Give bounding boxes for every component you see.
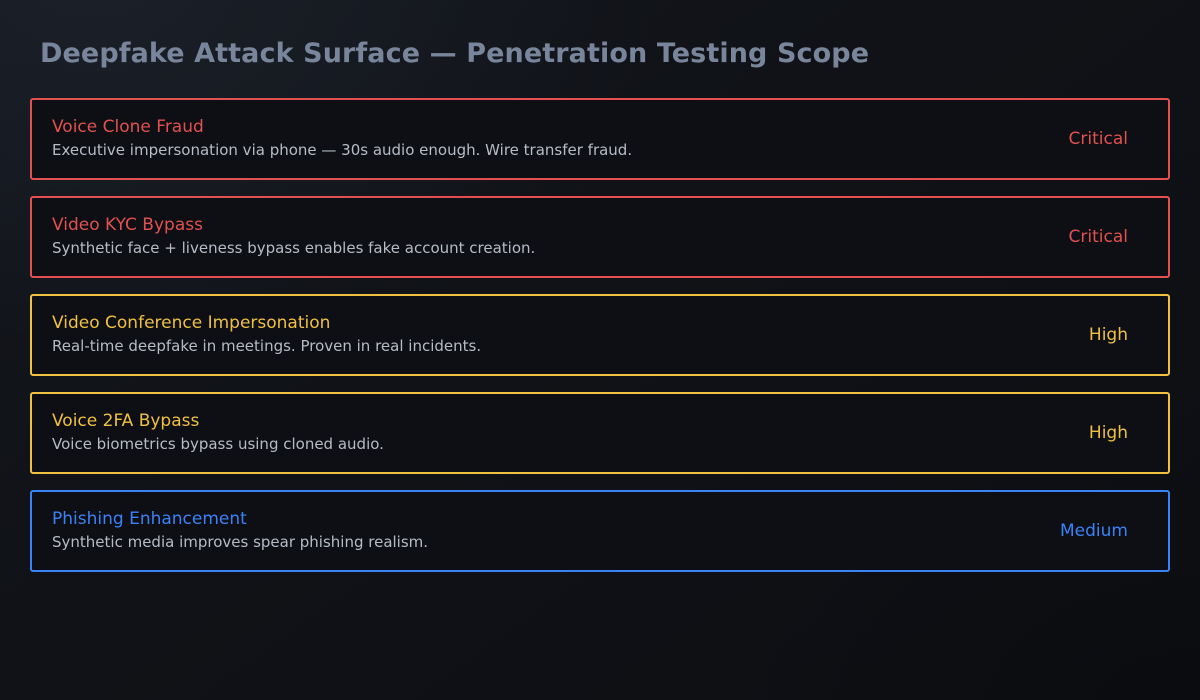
risk-severity-badge: Critical xyxy=(1068,227,1128,247)
risk-card-description: Synthetic media improves spear phishing … xyxy=(52,533,429,552)
risk-card-title: Voice 2FA Bypass xyxy=(52,411,200,432)
risk-severity-badge: High xyxy=(1088,325,1128,345)
risk-card-description: Real-time deepfake in meetings. Proven i… xyxy=(52,337,482,356)
risk-card-title: Video KYC Bypass xyxy=(52,215,203,236)
risk-severity-badge: Medium xyxy=(1060,521,1128,541)
risk-severity-badge: Critical xyxy=(1068,129,1128,149)
page-title: Deepfake Attack Surface — Penetration Te… xyxy=(40,38,870,69)
risk-card-description: Voice biometrics bypass using cloned aud… xyxy=(52,435,384,454)
risk-severity-badge: High xyxy=(1088,423,1128,443)
risk-card-title: Phishing Enhancement xyxy=(52,509,247,530)
risk-card-description: Synthetic face + liveness bypass enables… xyxy=(52,239,536,258)
risk-card-description: Executive impersonation via phone — 30s … xyxy=(52,141,633,160)
risk-card-title: Voice Clone Fraud xyxy=(52,117,204,138)
risk-card-title: Video Conference Impersonation xyxy=(52,313,331,334)
